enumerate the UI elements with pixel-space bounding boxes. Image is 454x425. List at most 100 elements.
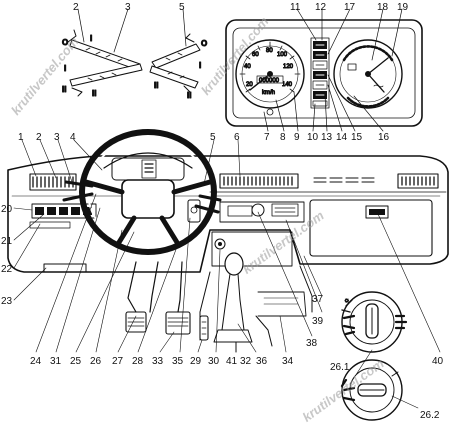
glove-box[interactable] [309, 199, 433, 257]
callout-24: 24 [30, 356, 42, 367]
rotary-knob[interactable] [251, 203, 265, 217]
temp-needle [367, 73, 385, 93]
warning-light-column [310, 37, 330, 109]
switch-label-off: O [62, 38, 68, 47]
switch-label-2: II [62, 85, 66, 94]
center-console [211, 201, 305, 267]
callout-3-top: 3 [125, 2, 131, 13]
callout-31: 31 [50, 356, 62, 367]
callout-20: 20 [1, 204, 13, 215]
column-switch-inset: O I I II II O I II II [62, 8, 208, 101]
callout-28: 28 [132, 356, 144, 367]
hand-brake[interactable] [255, 315, 273, 347]
odometer-readout: 000000 [259, 78, 280, 84]
glove-box-latch[interactable] [365, 205, 389, 219]
fuel-needle [367, 57, 389, 75]
callout-3: 3 [54, 132, 60, 143]
callout-35: 35 [172, 356, 184, 367]
leader-lines [13, 139, 441, 409]
instrument-cluster-inset: 20 40 60 80 100 120 140 000000 km/h [225, 8, 423, 132]
right-lever-lower [149, 65, 199, 89]
air-vent-center[interactable] [219, 173, 299, 189]
callout-7: 7 [264, 132, 270, 143]
callout-38: 38 [306, 338, 318, 349]
speed-needle [249, 73, 271, 91]
arrow-icon [71, 87, 83, 97]
speed-tick-40: 40 [244, 64, 251, 70]
switch-label-off-r: O [201, 39, 207, 48]
switch-label-1: I [90, 34, 92, 43]
hood-release-lever[interactable] [43, 263, 87, 273]
arrow-icon [67, 29, 77, 43]
callout-26: 26 [90, 356, 102, 367]
trip-reset-knob[interactable] [266, 108, 274, 116]
speed-unit: km/h [262, 90, 275, 96]
callout-32: 32 [240, 356, 252, 367]
arrow-icon [183, 85, 191, 93]
brake-pedal[interactable] [165, 311, 191, 335]
callout-15: 15 [351, 132, 363, 143]
accelerator-pedal[interactable] [199, 315, 209, 341]
speed-tick-120: 120 [283, 64, 294, 70]
switch-label-1-r: I [199, 61, 201, 70]
callout-2-top: 2 [73, 2, 79, 13]
combo-gauge [333, 39, 403, 109]
callout-17: 17 [344, 2, 356, 13]
speed-tick-100: 100 [277, 52, 288, 58]
pedals[interactable] [125, 261, 209, 341]
callout-39: 39 [312, 316, 324, 327]
callout-2: 2 [36, 132, 42, 143]
switch-label-2b-r: II [154, 81, 158, 90]
callout-30: 30 [208, 356, 220, 367]
switch-button[interactable] [71, 207, 80, 215]
callout-16: 16 [378, 132, 390, 143]
callout-27: 27 [112, 356, 124, 367]
column-stalks[interactable] [62, 180, 222, 223]
switch-button[interactable] [47, 207, 56, 215]
callout-6: 6 [234, 132, 240, 143]
radio-slot[interactable] [271, 203, 299, 217]
light-switch-detail-1: ☼ [341, 291, 408, 353]
callout-26-2: 26.2 [420, 410, 440, 421]
horn-pad[interactable] [121, 179, 175, 219]
speed-tick-80: 80 [266, 48, 273, 54]
callout-41: 41 [226, 356, 238, 367]
speedometer: 20 40 60 80 100 120 140 000000 km/h [235, 39, 305, 116]
thermometer-icon [373, 84, 384, 88]
arrow-icon [341, 299, 353, 313]
callout-4: 4 [70, 132, 76, 143]
ignition-switch[interactable] [187, 199, 201, 223]
switch-button[interactable] [59, 207, 68, 215]
callout-18: 18 [377, 2, 389, 13]
callout-5-top: 5 [179, 2, 185, 13]
callout-8: 8 [280, 132, 286, 143]
switch-button[interactable] [35, 207, 44, 215]
callout-37: 37 [312, 294, 324, 305]
ashtray-panel[interactable] [211, 231, 293, 267]
speed-tick-20: 20 [246, 82, 253, 88]
watermark-text: krutilvertel.com [8, 34, 82, 118]
callout-11: 11 [290, 2, 301, 13]
arrow-icon [185, 33, 195, 43]
callout-22: 22 [1, 264, 13, 275]
air-vent-right[interactable] [397, 173, 439, 189]
callout-29: 29 [190, 356, 202, 367]
dashboard [7, 129, 449, 353]
callout-13: 13 [321, 132, 333, 143]
choke-knob[interactable] [214, 238, 226, 250]
clutch-pedal[interactable] [125, 311, 147, 333]
gear-knob[interactable] [224, 252, 244, 276]
callout-19: 19 [397, 2, 409, 13]
switch-label-2-r: II [187, 91, 191, 100]
callout-23: 23 [1, 296, 13, 307]
callout-5: 5 [210, 132, 216, 143]
callout-36: 36 [256, 356, 268, 367]
callout-40: 40 [432, 356, 444, 367]
callout-12: 12 [315, 2, 327, 13]
callouts: 2 3 5 11 12 17 18 19 7 8 9 10 13 14 15 1… [1, 2, 444, 421]
sun-icon: ☼ [344, 298, 350, 304]
callout-21: 21 [1, 236, 13, 247]
light-switch-detail-2 [340, 359, 403, 421]
callout-14: 14 [336, 132, 348, 143]
